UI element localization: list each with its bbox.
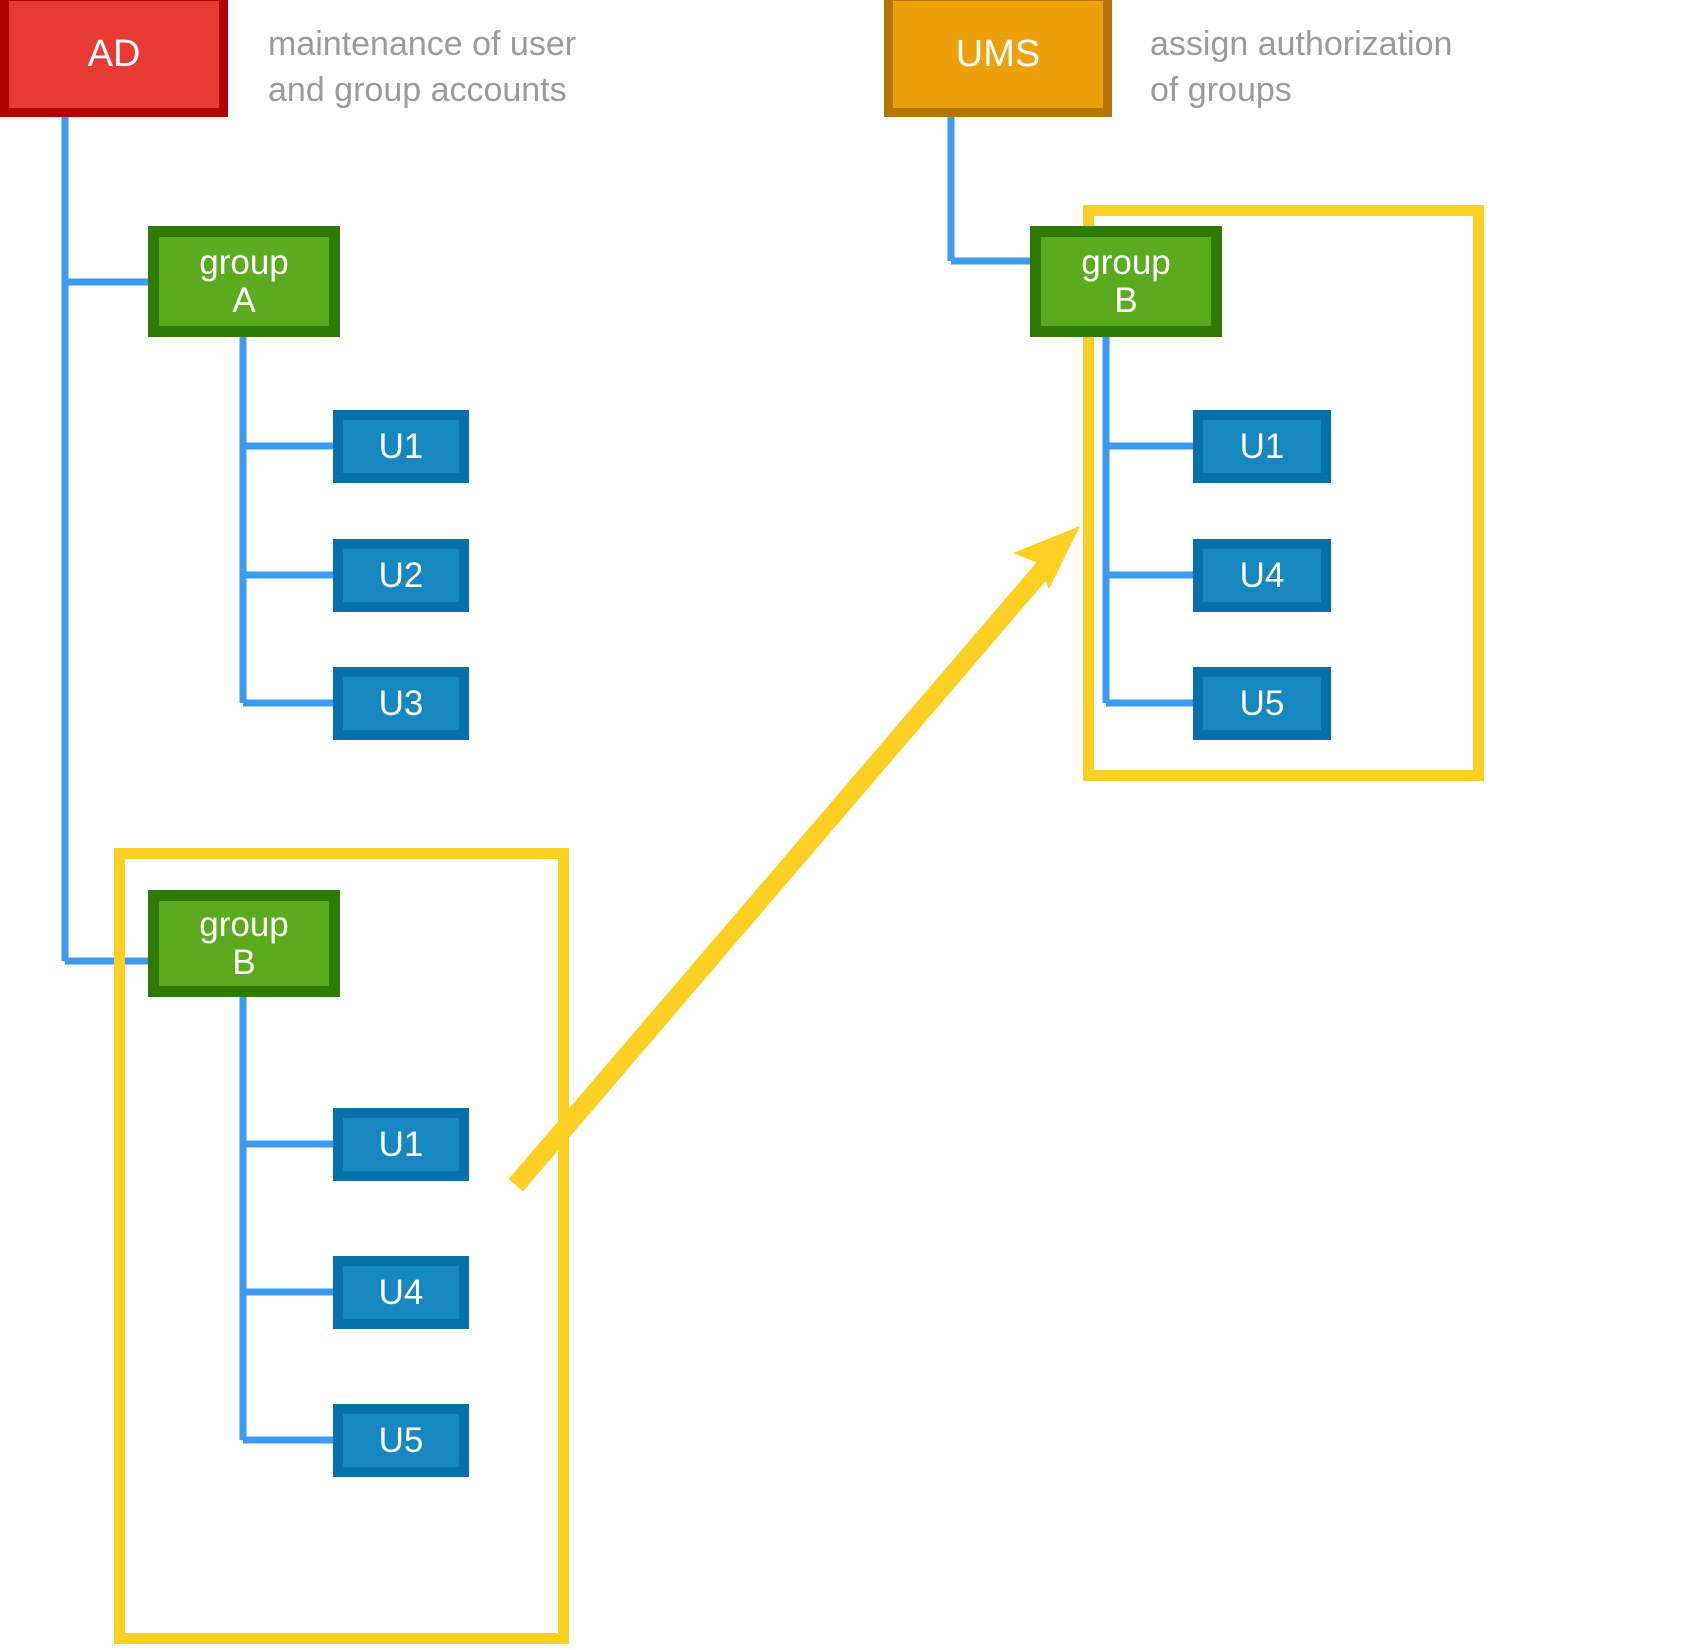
node-ad-group-a[interactable]: group A [148,226,340,337]
ad-group-b-container [114,848,569,1644]
node-ums-group-b[interactable]: group B [1030,226,1222,337]
node-ad[interactable]: AD [0,0,228,117]
ad-note: maintenance of user and group accounts [268,25,577,109]
ums-note: assign authorization of groups [1150,25,1453,109]
sync-arrow-icon [508,526,1080,1192]
node-ad-group-b[interactable]: group B [148,890,340,997]
node-ad-group-b-user-1[interactable]: U4 [333,1256,469,1329]
node-ad-group-a-user-1[interactable]: U2 [333,539,469,612]
node-ad-group-a-user-2[interactable]: U3 [333,667,469,740]
node-ums-group-b-user-0[interactable]: U1 [1193,410,1331,483]
ums-group-b-container [1083,205,1484,781]
node-ad-group-b-user-0[interactable]: U1 [333,1108,469,1181]
node-ums-group-b-user-2[interactable]: U5 [1193,667,1331,740]
node-ad-group-a-user-0[interactable]: U1 [333,410,469,483]
node-ad-group-b-user-2[interactable]: U5 [333,1404,469,1477]
node-ums[interactable]: UMS [884,0,1112,117]
node-ums-group-b-user-1[interactable]: U4 [1193,539,1331,612]
